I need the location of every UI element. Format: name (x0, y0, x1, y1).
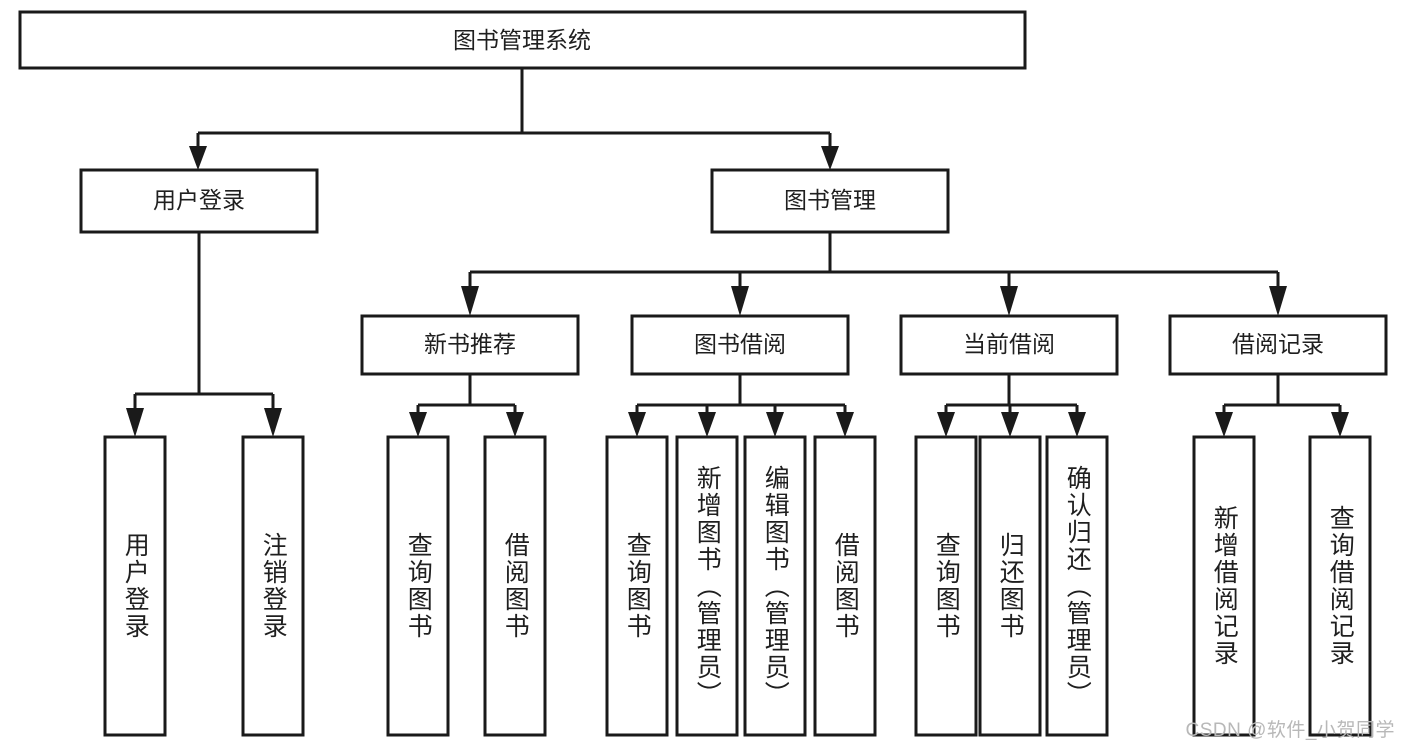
arrow-head-icon (698, 412, 716, 437)
node-box-shape (360, 314, 580, 376)
node-label: 图书管理 (784, 187, 876, 213)
leaf-box-query-record[interactable] (1308, 435, 1372, 737)
node-book-borrow[interactable]: 图书借阅 (630, 314, 850, 376)
arrow-head-icon (1001, 412, 1019, 437)
node-label: 用户登录 (153, 187, 245, 213)
leaf-box-query-book-3[interactable] (914, 435, 978, 737)
arrow-head-icon (506, 412, 524, 437)
node-box-shape (1168, 314, 1388, 376)
leaf-box-query-book-2[interactable] (605, 435, 669, 737)
arrow-head-icon (821, 146, 839, 170)
leaf-box-logout-login[interactable] (241, 435, 305, 737)
connector-user-login-to-leaves (126, 232, 282, 437)
arrow-head-icon (836, 412, 854, 437)
arrow-head-icon (731, 286, 749, 316)
node-borrow-record[interactable]: 借阅记录 (1168, 314, 1388, 376)
arrow-head-icon (461, 286, 479, 316)
leaf-box-borrow-book-1[interactable] (483, 435, 547, 737)
arrow-head-icon (766, 412, 784, 437)
arrow-head-icon (628, 412, 646, 437)
leaf-box-query-book-1[interactable] (386, 435, 450, 737)
leaf-box-edit-book[interactable] (743, 435, 807, 737)
node-label: 新书推荐 (424, 331, 516, 357)
arrow-head-icon (126, 408, 144, 437)
node-book-manage[interactable]: 图书管理 (710, 168, 950, 234)
node-label: 当前借阅 (963, 331, 1055, 357)
node-current-borrow[interactable]: 当前借阅 (899, 314, 1119, 376)
leaf-box-add-record[interactable] (1192, 435, 1256, 737)
leaf-box-add-book[interactable] (675, 435, 739, 737)
node-box-shape (18, 10, 1027, 70)
arrow-head-icon (409, 412, 427, 437)
connector-root-to-level2 (189, 68, 839, 170)
node-box-shape (630, 314, 850, 376)
node-box-shape (899, 314, 1119, 376)
leaf-box-return-book[interactable] (978, 435, 1042, 737)
arrow-head-icon (1000, 286, 1018, 316)
node-label: 图书管理系统 (453, 27, 591, 53)
connector-current-borrow-to-leaves (937, 374, 1086, 437)
arrow-head-icon (937, 412, 955, 437)
node-box-shape (710, 168, 950, 234)
arrow-head-icon (1331, 412, 1349, 437)
connector-new-book-rec-to-leaves (409, 374, 524, 437)
leaf-box-user-login[interactable] (103, 435, 167, 737)
connector-borrow-record-to-leaves (1215, 374, 1349, 437)
node-new-book-rec[interactable]: 新书推荐 (360, 314, 580, 376)
leaf-box-confirm-return[interactable] (1045, 435, 1109, 737)
arrow-head-icon (189, 146, 207, 170)
arrow-head-icon (264, 408, 282, 437)
node-root[interactable]: 图书管理系统 (18, 10, 1027, 70)
csdn-watermark: CSDN @软件_小贺同学 (1185, 720, 1395, 741)
arrow-head-icon (1068, 412, 1086, 437)
leaf-box-borrow-book-2[interactable] (813, 435, 877, 737)
node-user-login[interactable]: 用户登录 (79, 168, 319, 234)
connector-book-manage-to-level3 (461, 232, 1287, 316)
connector-book-borrow-to-leaves (628, 374, 854, 437)
arrow-head-icon (1215, 412, 1233, 437)
node-label: 图书借阅 (694, 331, 786, 357)
node-label: 借阅记录 (1232, 331, 1324, 357)
arrow-head-icon (1269, 286, 1287, 316)
